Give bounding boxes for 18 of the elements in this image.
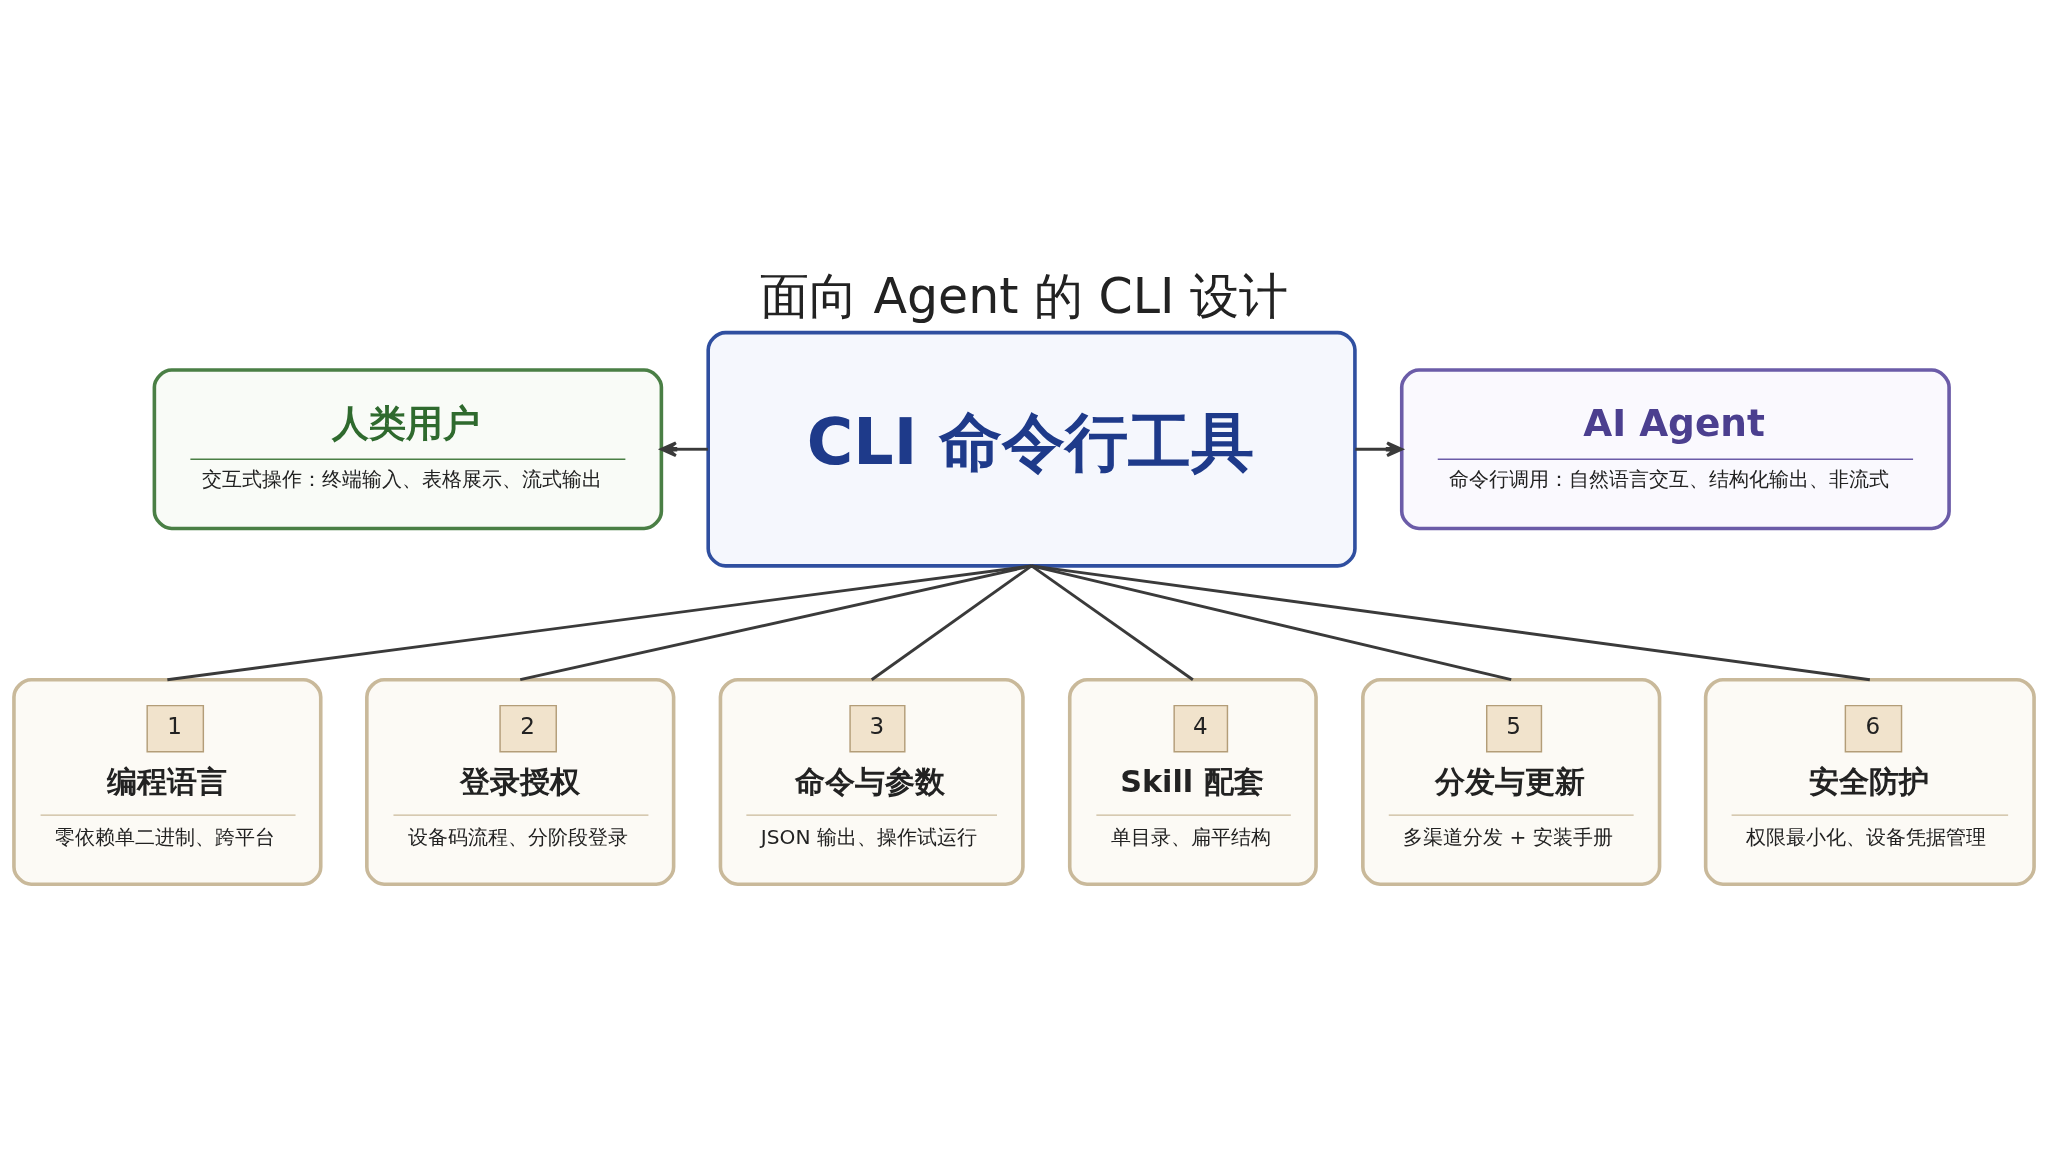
connector <box>1031 564 1512 682</box>
connector <box>870 564 1033 681</box>
connector <box>519 564 1032 682</box>
node-box: 4 Skill 配套 单目录、扁平结构 <box>1067 677 1318 887</box>
node-box: 2 登录授权 设备码流程、分阶段登录 <box>365 677 676 887</box>
node-box: 人类用户 交互式操作：终端输入、表格展示、流式输出 <box>152 368 664 531</box>
node-box: AI Agent 命令行调用：自然语言交互、结构化输出、非流式 <box>1399 368 1951 531</box>
node-box: 6 安全防护 权限最小化、设备凭据管理 <box>1703 677 2036 887</box>
diagram-title: 面向 Agent 的 CLI 设计 <box>759 267 1289 325</box>
connector <box>1031 564 1871 682</box>
node-box: 3 命令与参数 JSON 输出、操作试运行 <box>718 677 1025 887</box>
node-box: 1 编程语言 零依赖单二进制、跨平台 <box>12 677 323 887</box>
node-box: CLI 命令行工具 <box>706 330 1357 568</box>
connector <box>167 564 1032 682</box>
connector <box>1030 564 1194 681</box>
arrow <box>1355 441 1404 458</box>
arrow <box>659 441 708 458</box>
node-box: 5 分发与更新 多渠道分发 + 安装手册 <box>1361 677 1662 887</box>
